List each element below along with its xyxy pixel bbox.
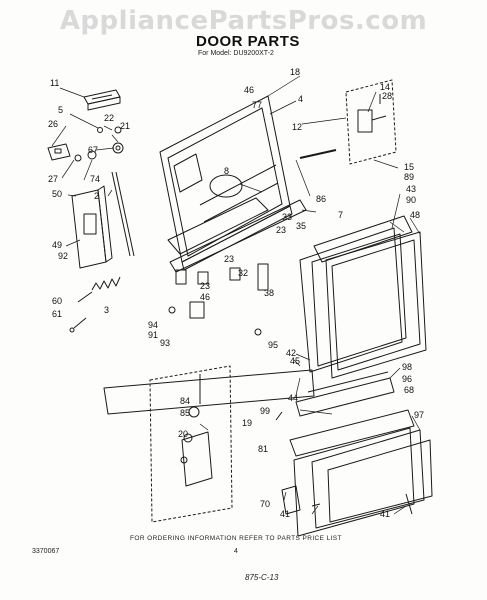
callout-label: 48 — [410, 210, 420, 220]
gear-part — [112, 142, 124, 154]
callout-label: 93 — [160, 338, 170, 348]
callout-leader-lines — [51, 75, 421, 515]
callout-label: 27 — [48, 174, 58, 184]
callout-label: 50 — [52, 189, 62, 199]
latch-part — [197, 271, 209, 285]
page-number: 4 — [234, 548, 238, 555]
document-number: 3370067 — [32, 548, 60, 555]
callout-label: 81 — [258, 444, 268, 454]
screw-part — [254, 328, 262, 336]
callout-label: 11 — [50, 78, 59, 88]
callout-label: 60 — [52, 296, 62, 306]
callout-label: 90 — [406, 195, 416, 205]
callout-label: 23 — [276, 225, 286, 235]
callout-label: 22 — [104, 113, 114, 123]
callout-label: 2 — [94, 191, 99, 201]
callout-label: 14 — [380, 82, 390, 92]
kick-plate — [103, 369, 315, 415]
callout-label: 97 — [414, 410, 424, 420]
page-title: DOOR PARTS — [196, 33, 300, 50]
callout-label: 5 — [58, 105, 63, 115]
callout-label: 18 — [290, 67, 300, 77]
callout-label: 94 — [148, 320, 158, 330]
callout-label: 61 — [52, 309, 62, 319]
callout-label: 85 — [180, 408, 190, 418]
callout-label: 41 — [380, 509, 390, 519]
callout-label: 99 — [260, 406, 270, 416]
callout-label: 23 — [200, 281, 210, 291]
screw-part — [275, 411, 283, 421]
callout-label: 95 — [268, 340, 278, 350]
callout-label: 7 — [338, 210, 343, 220]
callout-label: 44 — [288, 393, 298, 403]
latch-part — [229, 267, 241, 281]
model-subtitle: For Model: DU9200XT-2 — [198, 50, 274, 57]
callout-label: 70 — [260, 499, 270, 509]
pin-part — [114, 126, 122, 134]
callout-label: 46 — [200, 292, 210, 302]
callout-label: 74 — [90, 174, 100, 184]
date-code: 875-C-13 — [245, 573, 279, 582]
callout-label: 92 — [58, 251, 68, 261]
latch-part — [257, 263, 269, 291]
callout-label: 91 — [148, 330, 158, 340]
callout-label: 41 — [280, 509, 290, 519]
callout-label: 23 — [224, 254, 234, 264]
spring-part — [74, 154, 82, 162]
door-handle — [83, 89, 121, 111]
callout-label: 86 — [316, 194, 326, 204]
callout-label: 89 — [404, 172, 414, 182]
latch-part — [175, 269, 187, 285]
callout-label: 26 — [48, 119, 58, 129]
callout-label: 8 — [224, 166, 229, 176]
latch-arm — [71, 185, 113, 269]
lower-door-panels — [281, 371, 433, 537]
callout-label: 12 — [292, 122, 302, 132]
screw-part — [405, 493, 413, 515]
callout-label: 42 — [286, 348, 296, 358]
bushing-part — [87, 150, 97, 160]
ordering-note: FOR ORDERING INFORMATION REFER TO PARTS … — [130, 535, 342, 542]
door-insulation — [313, 215, 413, 263]
callout-label: 96 — [402, 374, 412, 384]
callout-label: 3 — [104, 305, 109, 315]
callout-label: 77 — [252, 100, 262, 110]
callout-label: 19 — [242, 418, 252, 428]
hinge-bracket — [345, 79, 397, 165]
callout-label: 28 — [382, 91, 392, 101]
callout-label: 98 — [402, 362, 412, 372]
callout-label: 20 — [178, 429, 188, 439]
screw-part — [168, 306, 176, 314]
callout-label: 38 — [264, 288, 274, 298]
callout-label: 15 — [404, 162, 414, 172]
bracket-part — [189, 301, 205, 319]
callout-label: 68 — [404, 385, 414, 395]
callout-label: 4 — [298, 94, 303, 104]
screw-part — [97, 127, 103, 133]
hinge-rod — [299, 149, 337, 159]
door-front-panel — [325, 231, 427, 379]
callout-label: 33 — [282, 212, 292, 222]
lower-valve-assembly — [149, 365, 233, 523]
door-bottom-trim — [167, 197, 307, 273]
outer-door-panel — [299, 227, 407, 373]
callout-label: 45 — [290, 356, 300, 366]
callout-label: 84 — [180, 396, 190, 406]
callout-label: 35 — [296, 221, 306, 231]
link-rod — [111, 171, 131, 257]
callout-label: 32 — [238, 268, 248, 278]
inner-door-panel — [159, 95, 293, 271]
door-spring — [69, 276, 121, 333]
latch-plate — [47, 143, 71, 161]
callout-label: 46 — [244, 85, 254, 95]
gear-hub — [115, 145, 121, 151]
callout-label: 49 — [52, 240, 62, 250]
callout-label: 43 — [406, 184, 416, 194]
watermark: AppliancePartsPros.com — [59, 6, 428, 36]
callout-label: 21 — [120, 121, 130, 131]
callout-label: 67 — [88, 145, 98, 155]
